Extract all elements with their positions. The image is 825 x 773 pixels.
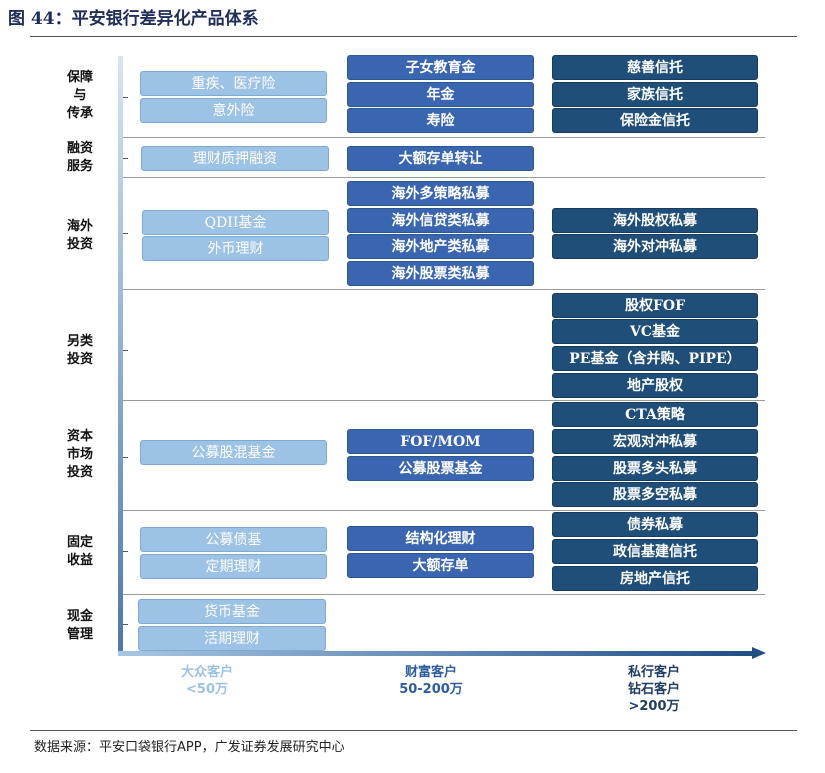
row-label-protection: 保障 与 传承	[66, 70, 93, 121]
product-box-accident: 意外险	[140, 98, 327, 123]
axis-tick	[123, 158, 128, 159]
row-label-alternative: 另类 投资	[66, 334, 93, 367]
axis-tick	[123, 551, 128, 552]
row-separator	[123, 594, 765, 595]
source-note: 数据来源：平安口袋银行APP，广发证券发展研究中心	[34, 740, 345, 755]
product-box-equity-fof: 股权FOF	[552, 293, 758, 318]
product-box-fixed-term: 定期理财	[140, 554, 327, 579]
product-box-fof-mom: FOF/MOM	[347, 429, 534, 454]
product-box-life-insurance: 寿险	[347, 108, 534, 133]
row-label-cash-management: 现金 管理	[66, 609, 93, 642]
row-label-fixed-income: 固定 收益	[66, 535, 93, 568]
column-label-mass: 大众客户 <50万	[180, 665, 233, 697]
product-box-vc-fund: VC基金	[552, 319, 758, 344]
product-box-long-only: 股票多头私募	[552, 456, 758, 481]
axis-tick	[123, 97, 128, 98]
product-box-real-estate-trust: 房地产信托	[552, 566, 758, 591]
title-rule	[30, 36, 797, 37]
product-box-charity-trust: 慈善信托	[552, 55, 758, 80]
product-box-annuity: 年金	[347, 82, 534, 107]
product-box-critical-illness: 重疾、医疗险	[140, 71, 327, 96]
row-label-capital-market: 资本 市场 投资	[66, 429, 93, 480]
product-box-bond-fund: 公募债基	[140, 527, 327, 552]
product-box-overseas-hedge: 海外对冲私募	[552, 234, 758, 259]
product-box-demand-wealth: 活期理财	[138, 626, 326, 651]
row-separator	[123, 137, 765, 138]
product-box-large-cd: 大额存单	[347, 553, 534, 578]
product-box-infrastructure-trust: 政信基建信托	[552, 539, 758, 564]
axis-tick	[123, 624, 128, 625]
product-box-overseas-multi-strategy: 海外多策略私募	[347, 181, 534, 206]
product-box-family-trust: 家族信托	[552, 82, 758, 107]
product-box-qdii: QDII基金	[142, 210, 329, 235]
row-label-overseas: 海外 投资	[66, 219, 93, 252]
product-box-structured-wealth: 结构化理财	[347, 526, 534, 551]
product-box-insurance-trust: 保险金信托	[552, 108, 758, 133]
column-label-wealth: 财富客户 50-200万	[399, 665, 463, 697]
figure-title: 图 44：平安银行差异化产品体系	[8, 9, 259, 29]
product-box-long-short: 股票多空私募	[552, 482, 758, 507]
row-separator	[123, 400, 765, 401]
column-label-private: 私行客户 钻石客户 >200万	[627, 665, 680, 714]
row-label-financing: 融资 服务	[66, 141, 93, 174]
product-box-pledge-financing: 理财质押融资	[141, 146, 329, 171]
vertical-axis	[118, 56, 123, 656]
product-box-cd-transfer: 大额存单转让	[347, 146, 534, 171]
product-box-pe-fund: PE基金（含并购、PIPE）	[552, 346, 758, 371]
product-box-cta: CTA策略	[552, 402, 758, 427]
row-separator	[123, 177, 765, 178]
product-box-bond-private: 债券私募	[552, 512, 758, 537]
product-box-public-equity-fund: 公募股票基金	[347, 456, 534, 481]
product-box-overseas-credit: 海外信贷类私募	[347, 208, 534, 233]
axis-arrow-icon	[752, 647, 766, 659]
axis-tick	[123, 350, 128, 351]
product-box-macro-hedge: 宏观对冲私募	[552, 429, 758, 454]
product-box-real-estate-equity: 地产股权	[552, 373, 758, 398]
product-box-overseas-real-estate: 海外地产类私募	[347, 234, 534, 259]
row-separator	[123, 289, 765, 290]
product-box-education-fund: 子女教育金	[347, 55, 534, 80]
product-box-money-fund: 货币基金	[138, 599, 326, 624]
horizontal-axis	[118, 651, 754, 656]
axis-tick	[123, 233, 128, 234]
product-box-overseas-equity: 海外股票类私募	[347, 261, 534, 286]
product-box-overseas-pe: 海外股权私募	[552, 208, 758, 233]
footer-rule	[30, 730, 797, 731]
axis-tick	[123, 457, 128, 458]
product-box-equity-mixed-fund: 公募股混基金	[140, 440, 327, 465]
product-box-fx-wealth: 外币理财	[142, 236, 329, 261]
row-separator	[123, 510, 765, 511]
